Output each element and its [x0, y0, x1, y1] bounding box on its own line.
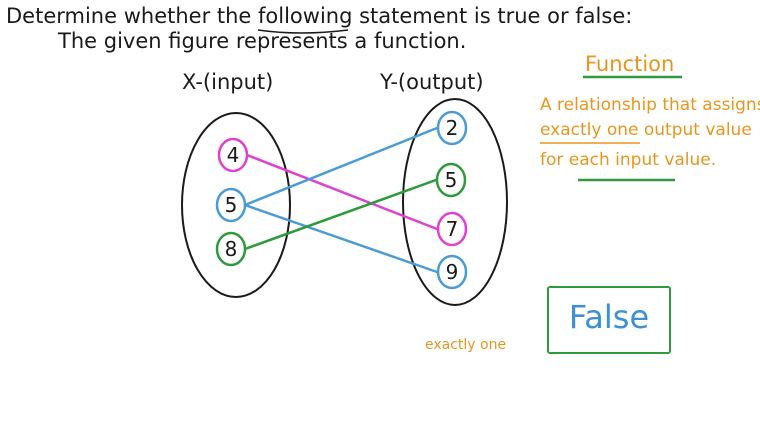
x-input-header: X-(input): [182, 70, 274, 94]
output-circle-5: [435, 162, 467, 198]
input-value-5: 5: [225, 193, 238, 217]
output-value-7: 7: [446, 217, 459, 241]
input-node-5: 5: [215, 187, 247, 223]
output-node-2: 2: [436, 110, 468, 146]
output-circle-7: [436, 211, 468, 247]
input-node-8: 8: [215, 231, 247, 267]
answer-box: False: [547, 286, 671, 354]
output-value-2: 2: [446, 116, 459, 140]
input-circle-5: [215, 187, 247, 223]
output-value-9: 9: [446, 260, 459, 284]
output-node-5: 5: [435, 162, 467, 198]
arrow-5-to-9: [243, 203, 439, 274]
y-output-header: Y-(output): [380, 70, 484, 94]
output-circle-9: [436, 254, 468, 290]
output-circle-2: [436, 110, 468, 146]
input-circle-4: [217, 137, 249, 173]
definition-line-1: A relationship that assigns: [540, 95, 760, 115]
question-underline: [257, 29, 349, 34]
input-node-4: 4: [217, 137, 249, 173]
output-node-9: 9: [436, 254, 468, 290]
answer-text: False: [568, 298, 650, 336]
definition-title: Function: [585, 52, 675, 76]
input-value-8: 8: [225, 237, 238, 261]
question-line-2: The given figure represents a function.: [58, 29, 467, 53]
nodes-group: 4 5 8 2 5 7 9: [215, 110, 468, 290]
exactly-one-annotation: exactly one: [425, 337, 507, 353]
arrow-5-to-2: [243, 126, 439, 207]
definition-line-2: exactly one output value: [540, 120, 752, 140]
input-value-4: 4: [227, 143, 240, 167]
arrow-8-to-5: [243, 178, 438, 251]
output-value-5: 5: [445, 168, 458, 192]
question-line-1: Determine whether the following statemen…: [6, 4, 633, 28]
arrows-group: [243, 126, 439, 274]
output-oval: [402, 98, 508, 306]
input-circle-8: [215, 231, 247, 267]
output-node-7: 7: [436, 211, 468, 247]
arrow-4-to-7: [245, 153, 439, 231]
input-oval: [181, 112, 291, 298]
definition-line-3: for each input value.: [540, 150, 717, 170]
